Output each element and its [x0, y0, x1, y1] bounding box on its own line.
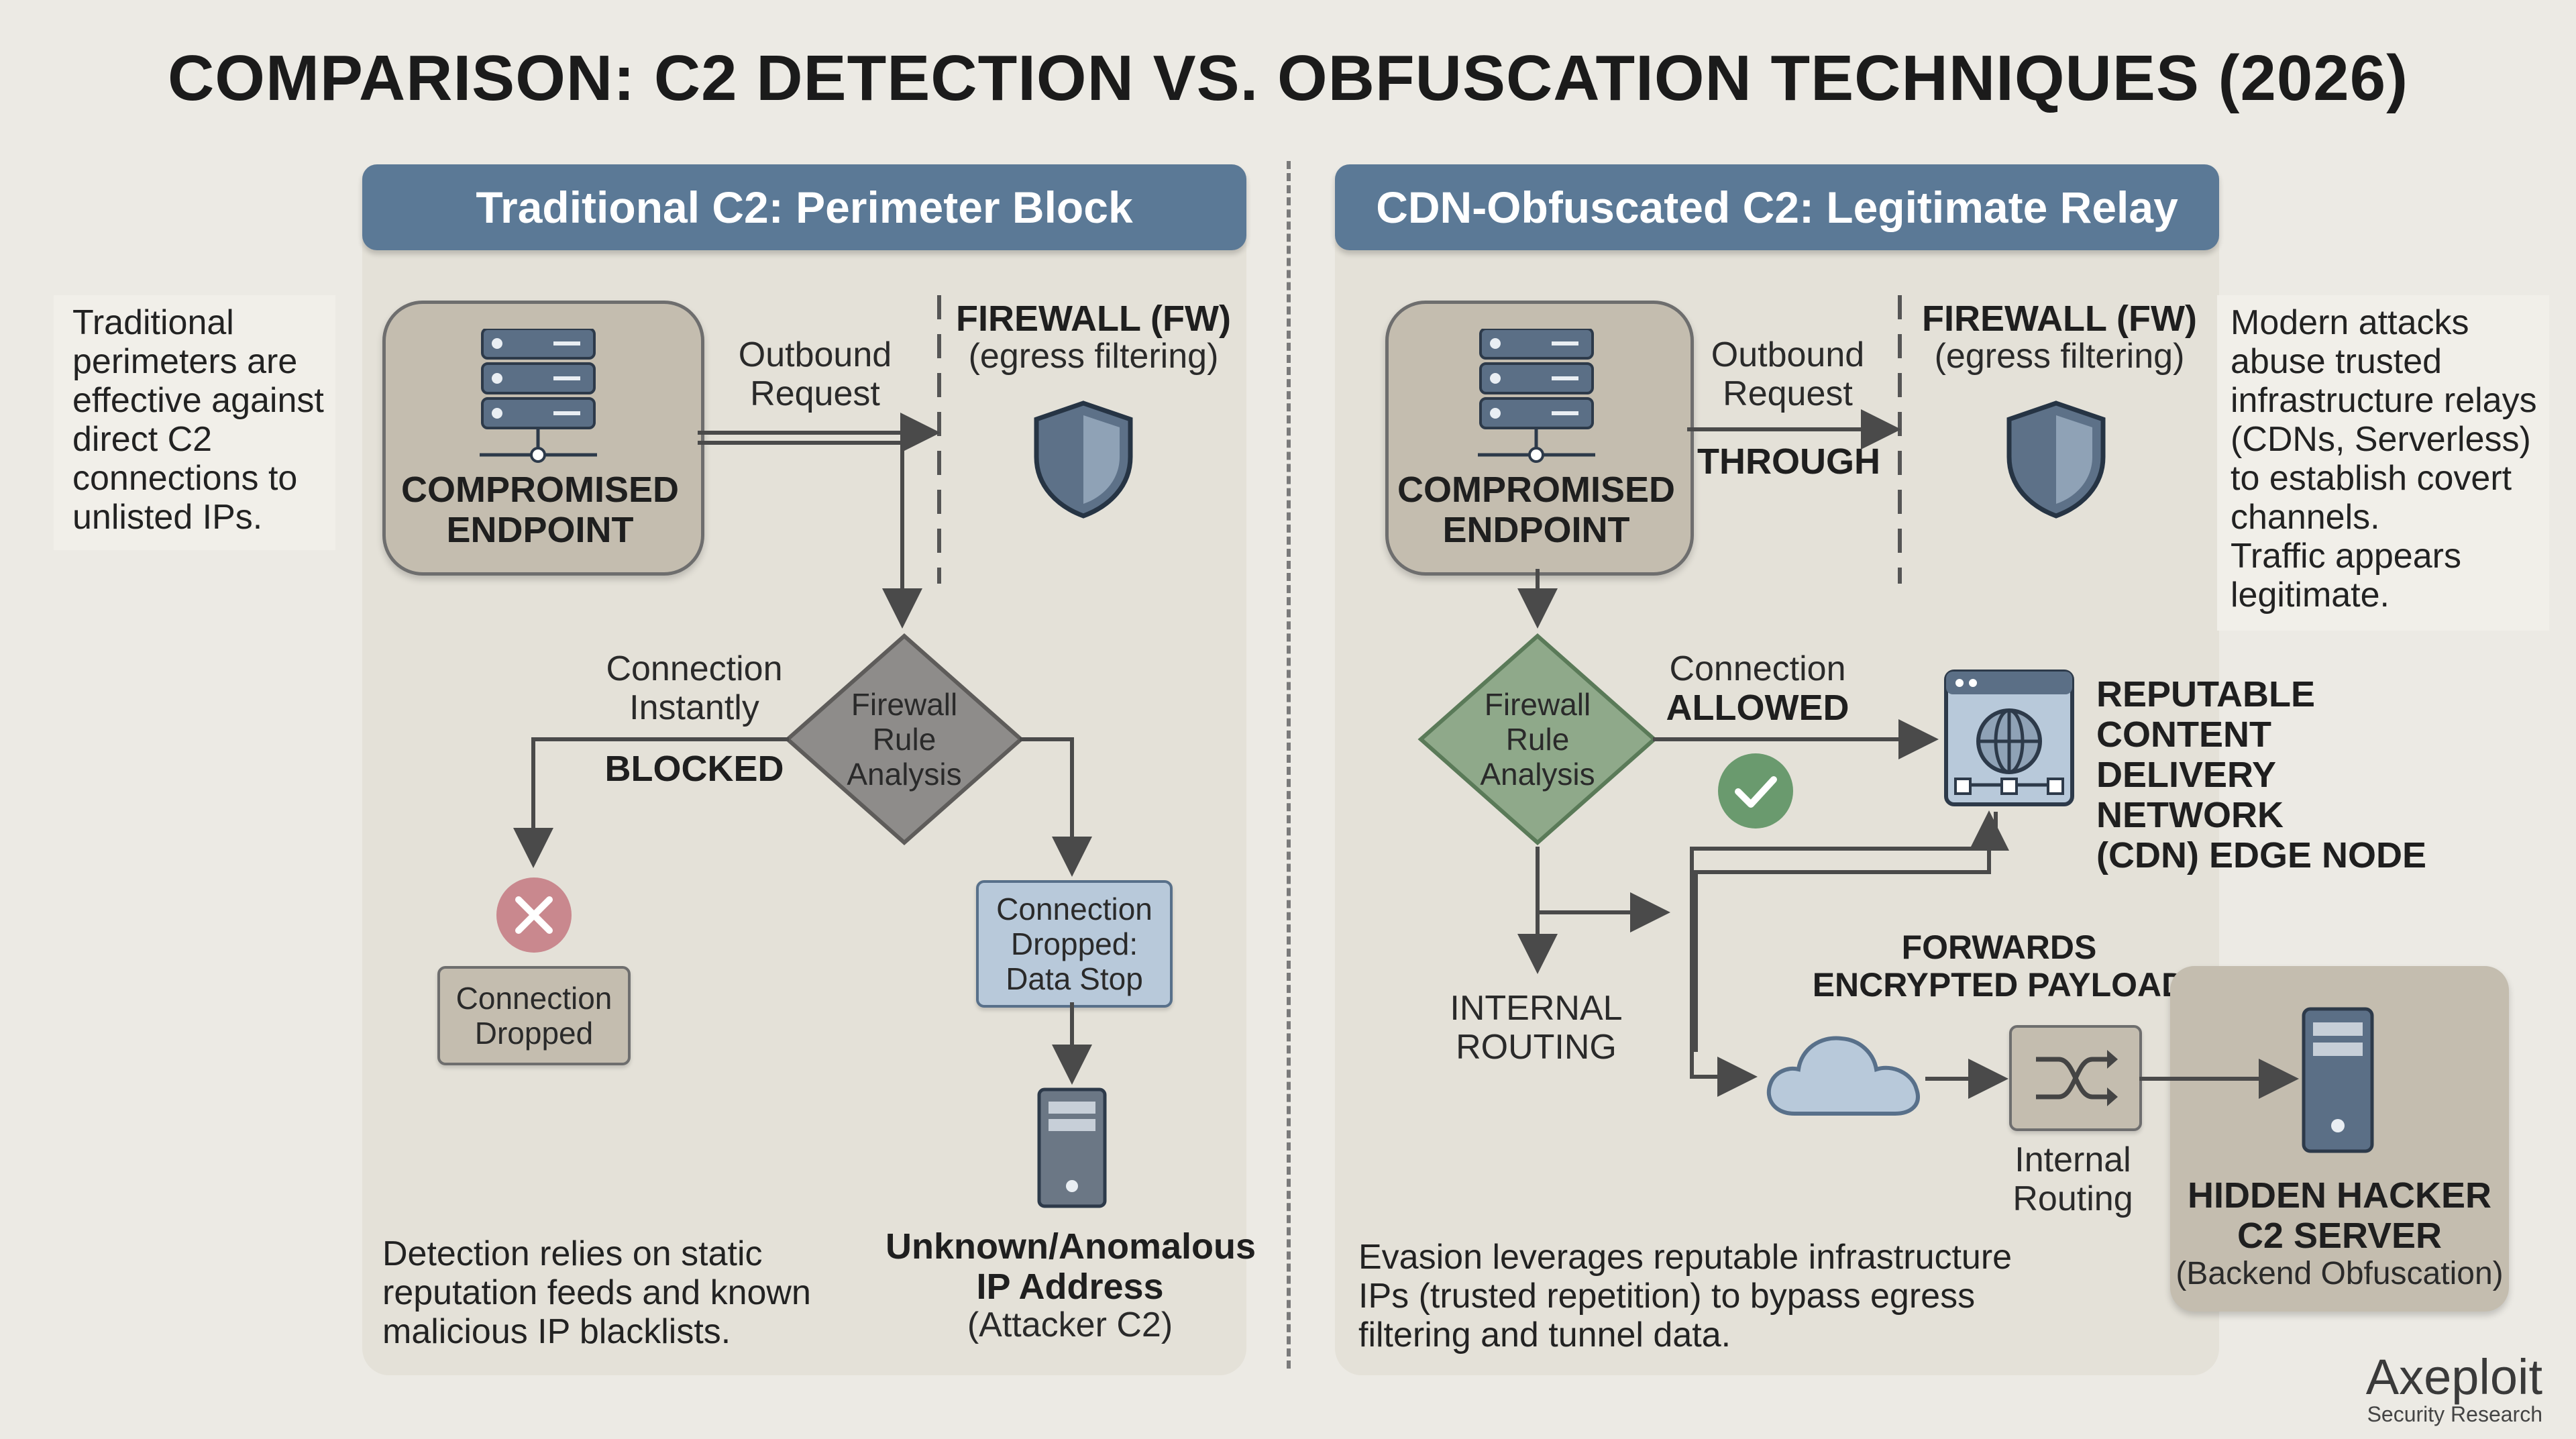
right-server-icon — [1478, 329, 1595, 463]
internal-routing-label: Internal Routing — [2012, 1140, 2133, 1218]
left-header: Traditional C2: Perimeter Block — [362, 164, 1246, 250]
left-drop-arrow — [1020, 737, 1092, 877]
hacker-server-icon — [2302, 1007, 2374, 1153]
left-side-note-bg — [54, 295, 335, 550]
left-blocked-arrow — [513, 737, 789, 868]
right-through-label: THROUGH — [1697, 441, 1880, 482]
right-side-note-bg — [2217, 295, 2549, 631]
left-to-diamond-arrow — [698, 441, 922, 629]
left-unknown-ip-title: Unknown/Anomalous IP Address — [885, 1226, 1256, 1307]
left-blocked-x-icon — [496, 877, 572, 953]
right-allowed-label: ALLOWED — [1666, 688, 1849, 728]
brand-name: Axeploit — [2365, 1349, 2542, 1405]
right-firewall-title: FIREWALL (FW) — [1922, 299, 2197, 339]
right-allowed-check-icon — [1718, 753, 1793, 829]
right-internal-routing-label: INTERNAL ROUTING — [1450, 989, 1623, 1067]
left-server-icon — [480, 329, 597, 463]
hidden-hacker-sub: (Backend Obfuscation) — [2176, 1256, 2504, 1291]
right-endpoint-label: COMPROMISED ENDPOINT — [1397, 470, 1676, 550]
right-side-note: Modern attacks abuse trusted infrastruct… — [2231, 303, 2537, 615]
brand-tagline: Security Research — [2367, 1402, 2542, 1426]
left-endpoint-label: COMPROMISED ENDPOINT — [400, 470, 680, 550]
forwards-encrypted-payload-label: FORWARDS ENCRYPTED PAYLOAD — [1812, 928, 2186, 1004]
left-firewall-title: FIREWALL (FW) — [956, 299, 1231, 339]
right-shield-icon — [2006, 401, 2106, 519]
cdn-edge-node-label: REPUTABLE CONTENT DELIVERY NETWORK (CDN)… — [2096, 674, 2427, 875]
right-connection-label: Connection — [1669, 649, 1846, 688]
cdn-to-cloud-arrow — [1690, 812, 1998, 1097]
left-connection-dropped-box: Connection Dropped — [437, 966, 631, 1065]
hidden-hacker-title: HIDDEN HACKER C2 SERVER — [2187, 1175, 2491, 1256]
left-connection-instantly-label: Connection Instantly — [606, 649, 783, 727]
right-firewall-sub: (egress filtering) — [1934, 337, 2185, 376]
left-shield-icon — [1034, 401, 1133, 519]
left-attacker-server-icon — [1037, 1087, 1107, 1208]
cloud-icon — [1766, 1036, 1920, 1116]
left-firewall-rule-diamond — [784, 633, 1024, 846]
right-header: CDN-Obfuscated C2: Legitimate Relay — [1335, 164, 2219, 250]
left-blocked-label: BLOCKED — [604, 749, 784, 789]
right-outbound-label: Outbound Request — [1711, 335, 1865, 413]
left-connection-dropped-data-stop-box: Connection Dropped: Data Stop — [976, 880, 1173, 1008]
right-bottom-note: Evasion leverages reputable infrastructu… — [1358, 1238, 2012, 1354]
center-divider — [1287, 161, 1291, 1369]
left-diamond-label: Firewall Rule Analysis — [847, 687, 962, 792]
right-firewall-rule-diamond — [1417, 633, 1658, 846]
cloud-to-cdn-arrow — [1694, 810, 2009, 1052]
left-unknown-ip-sub: (Attacker C2) — [967, 1305, 1173, 1344]
left-firewall-sub: (egress filtering) — [968, 337, 1219, 376]
left-outbound-label: Outbound Request — [738, 335, 892, 413]
right-diamond-label: Firewall Rule Analysis — [1480, 687, 1595, 792]
page-title: COMPARISON: C2 DETECTION VS. OBFUSCATION… — [167, 42, 2409, 114]
shuffle-icon — [2036, 1050, 2118, 1106]
cdn-edge-node-icon — [1944, 670, 2074, 806]
left-side-note: Traditional perimeters are effective aga… — [72, 303, 324, 537]
internal-routing-shuffle-box — [2009, 1025, 2142, 1131]
left-bottom-note: Detection relies on static reputation fe… — [382, 1234, 811, 1351]
